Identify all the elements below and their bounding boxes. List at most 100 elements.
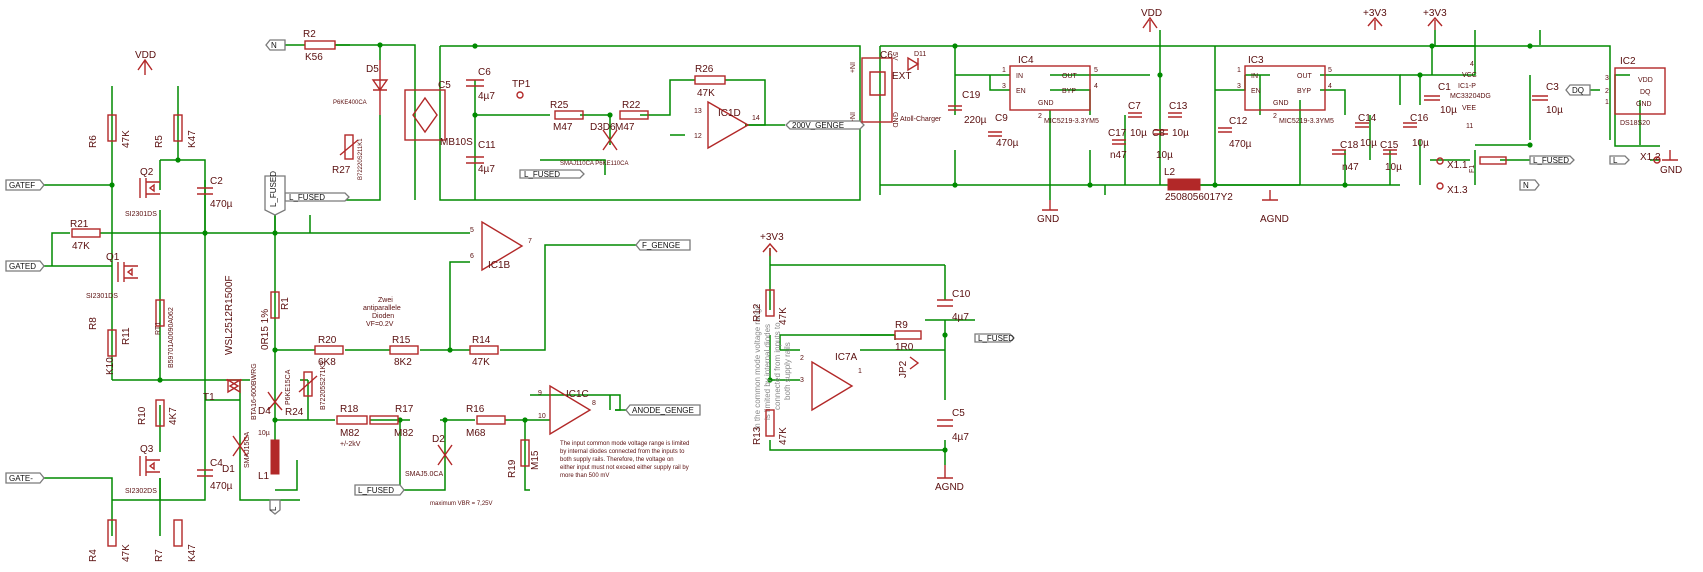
svg-text:X1.1: X1.1 — [1447, 160, 1468, 171]
svg-text:B72220S211K1: B72220S211K1 — [358, 138, 364, 180]
capacitor-c12: C12 470µ — [1218, 116, 1252, 150]
plus3v3-symbol-3: +3V3 — [760, 232, 784, 256]
capacitor-c19: C19 220µ — [948, 90, 987, 126]
svg-text:2: 2 — [1273, 113, 1277, 120]
capacitor-c6: C6 4µ7 — [466, 67, 495, 102]
net-label-l-fused-far-right: L_FUSED — [1529, 155, 1575, 165]
svg-text:M15: M15 — [530, 450, 541, 470]
mosfet-q3: Q3 SI2302DS — [125, 444, 160, 495]
testpoint-tp1: TP1 — [512, 79, 531, 99]
svg-text:more than 500 mV: more than 500 mV — [560, 473, 609, 479]
svg-text:R15: R15 — [392, 335, 411, 346]
net-label-text: L_FUSED — [978, 334, 1014, 343]
svg-text:VEE: VEE — [1462, 105, 1476, 112]
diode-d4: D4 P6KE15CA — [258, 369, 292, 417]
zwei-dioden-note: Zwei antiparallele Dioden VF=0.2V — [363, 297, 401, 328]
svg-text:IC7A: IC7A — [835, 352, 858, 363]
svg-text:R14: R14 — [472, 335, 491, 346]
svg-text:8K2: 8K2 — [394, 357, 412, 368]
svg-text:is limited by internal diodes: is limited by internal diodes — [763, 324, 772, 420]
svg-text:2: 2 — [800, 355, 804, 362]
svg-text:3: 3 — [800, 377, 804, 384]
svg-text:10µ: 10µ — [1546, 105, 1563, 116]
svg-text:X1.3: X1.3 — [1447, 185, 1468, 196]
svg-text:BTA16-600BWRG: BTA16-600BWRG — [251, 363, 258, 420]
svg-text:IC4: IC4 — [1018, 55, 1034, 66]
svg-text:JP2: JP2 — [898, 360, 909, 378]
junction-dots — [109, 42, 1533, 453]
resistor-r7: R7 K47 — [154, 519, 198, 562]
svg-text:5: 5 — [1328, 67, 1332, 74]
svg-text:47K: 47K — [121, 544, 132, 562]
terminal-x11: X1.1 — [1436, 157, 1468, 171]
svg-text:K10: K10 — [105, 357, 116, 375]
net-label-text: DQ — [1572, 86, 1584, 95]
svg-text:C8: C8 — [1152, 128, 1165, 139]
net-label-text: ANODE_GENGE — [632, 406, 694, 415]
svg-text:C13: C13 — [1169, 101, 1188, 112]
svg-text:IN+: IN+ — [848, 62, 855, 73]
svg-text:D1: D1 — [222, 464, 235, 475]
opamp-ic1c: IC1C 9 10 8 — [538, 384, 596, 436]
svg-text:The input common mode voltage: The input common mode voltage range is l… — [560, 441, 689, 447]
fuse-f1: F1 — [1469, 156, 1507, 173]
svg-text:R27: R27 — [332, 165, 351, 176]
terminal-x13: X1.3 — [1436, 182, 1468, 196]
wires — [40, 30, 1660, 536]
svg-text:F1: F1 — [1469, 165, 1476, 173]
svg-text:B72205S271K1: B72205S271K1 — [320, 361, 327, 410]
svg-text:Q3: Q3 — [140, 444, 154, 455]
resistor-r26: R26 47K — [694, 64, 726, 99]
diode-d11: D11 — [907, 51, 926, 72]
plus3v3-label: +3V3 — [760, 232, 784, 243]
resistor-r22: R22 M47 — [615, 100, 649, 133]
svg-text:M68: M68 — [466, 428, 486, 439]
svg-text:Dioden: Dioden — [372, 313, 394, 320]
svg-text:470µ: 470µ — [996, 138, 1019, 149]
svg-text:4: 4 — [1328, 83, 1332, 90]
svg-text:IC1B: IC1B — [488, 260, 511, 271]
svg-text:BYP: BYP — [1062, 88, 1076, 95]
svg-text:14: 14 — [752, 115, 760, 122]
svg-text:47K: 47K — [121, 130, 132, 148]
svg-text:C9: C9 — [995, 113, 1008, 124]
capacitor-c9: C9 470µ — [988, 113, 1019, 149]
svg-text:2: 2 — [1038, 113, 1042, 120]
svg-text:C19: C19 — [962, 90, 981, 101]
plus3v3-label: +3V3 — [1423, 8, 1447, 19]
svg-text:P6KE15CA: P6KE15CA — [285, 369, 292, 405]
net-label-text: L_FUSED — [1533, 156, 1569, 165]
opamp-supply-ic1p: VCC IC1-P MC33204DG VEE 4 11 — [1450, 61, 1491, 130]
faint-note: In the common mode voltage range is limi… — [753, 304, 792, 430]
inductor-l2: L2 2508056017Y2 — [1164, 167, 1233, 203]
svg-text:0R15 1%: 0R15 1% — [260, 309, 271, 350]
terminal-x12: X1.2 — [1640, 152, 1661, 164]
resistor-r19: R19 M15 — [507, 439, 541, 478]
opamp-ic1d: IC1D 13 12 14 — [694, 100, 760, 150]
charger-module: IN+ IN- 5V GND C6 EXT Atoll-Charger — [848, 50, 942, 128]
net-label-l-fused-1: L_FUSED — [284, 192, 350, 202]
svg-text:C1: C1 — [1438, 82, 1451, 93]
svg-text:10µ: 10µ — [1156, 150, 1173, 161]
svg-text:IC1-P: IC1-P — [1458, 83, 1476, 90]
svg-text:R20: R20 — [318, 335, 337, 346]
svg-text:R7: R7 — [154, 549, 165, 562]
svg-text:IC1D: IC1D — [718, 108, 741, 119]
resistor-r18: R18 M82 +/-2kV — [336, 404, 368, 448]
diode-d2: D2 SMAJ5.0CA — [405, 434, 453, 478]
svg-text:47K: 47K — [472, 357, 490, 368]
regulator-ic4: IC4 IN OUT EN BYP GND MIC5219-3.3YM5 1 3… — [1002, 55, 1099, 125]
svg-text:3: 3 — [1002, 83, 1006, 90]
svg-text:1: 1 — [1237, 67, 1241, 74]
capacitor-c1: C1 10µ — [1424, 82, 1457, 116]
mosfet-q2: Q2 SI2301DS — [125, 167, 160, 218]
svg-text:BYP: BYP — [1297, 88, 1311, 95]
resistor-r15: R15 8K2 — [389, 335, 419, 368]
svg-text:C12: C12 — [1229, 116, 1248, 127]
resistor-r12: R12 47K — [752, 289, 789, 325]
svg-text:OUT: OUT — [1062, 73, 1078, 80]
svg-text:M47: M47 — [553, 122, 573, 133]
svg-text:4: 4 — [1094, 83, 1098, 90]
svg-text:K56: K56 — [305, 52, 323, 63]
